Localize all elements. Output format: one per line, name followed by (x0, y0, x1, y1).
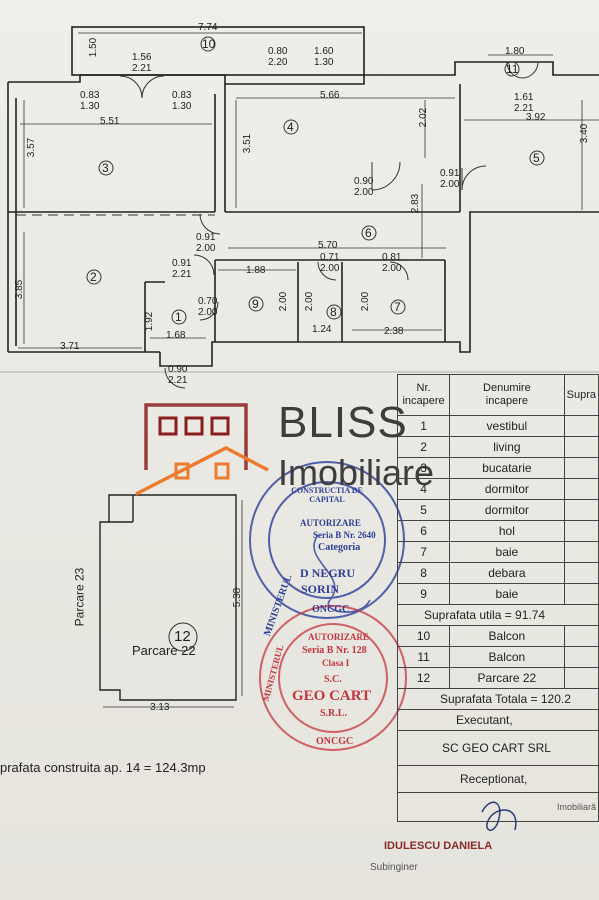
dim-label: 3.51 (242, 133, 254, 154)
dim-label: 2.00 (278, 291, 290, 312)
stamp-text: S.R.L. (320, 708, 347, 719)
room-number: 11 (506, 62, 519, 76)
dim-label: 1.80 (505, 46, 525, 57)
dim-label: 2.00 (360, 291, 372, 312)
dim-label: 3.92 (526, 112, 546, 123)
stamp-text: Categoria (318, 542, 361, 553)
dim-label: 1.92 (144, 311, 156, 332)
table-receptionat-row: Receptionat, (397, 765, 599, 793)
room-number: 3 (102, 161, 109, 175)
dim-label: 3.85 (14, 279, 26, 300)
signatory-name: IDULESCU DANIELA (384, 840, 493, 852)
dim-label: 2.83 (410, 193, 422, 214)
stamp-text: D NEGRU (300, 566, 356, 580)
dim-label: 1.50 (88, 37, 100, 58)
room-number: 4 (287, 120, 294, 134)
built-area-note: prafata construita ap. 14 = 124.3mp (0, 760, 206, 775)
table-header-nr: Nr.incapere (396, 374, 451, 416)
room-number: 1 (175, 310, 182, 324)
bliss-logo (135, 403, 269, 496)
room-number: 2 (90, 270, 97, 284)
signatory-role: Subinginer (370, 862, 418, 873)
dim-label: 3.40 (579, 123, 591, 144)
table-total-row: Suprafata Totala = 120.2 (397, 688, 599, 710)
dim-label: 1.68 (166, 330, 186, 341)
brand-name: BLISS (278, 398, 408, 447)
dim-label: 2.02 (418, 107, 430, 128)
table-executant-value-row: SC GEO CART SRL (397, 730, 599, 766)
room-number: 9 (252, 297, 259, 311)
dim-label: 2.38 (384, 326, 404, 337)
dim-label: 1.24 (312, 324, 332, 335)
room-number: 8 (330, 305, 337, 319)
stamp-text: Seria B Nr. 2640 (313, 530, 376, 540)
room-number: 7 (394, 300, 401, 314)
dim-label: 5.70 (318, 240, 338, 251)
dim-label: 5.51 (100, 116, 120, 127)
table-subtotal-row: Suprafata utila = 91.74 (397, 604, 599, 626)
dim-label: 5.66 (320, 90, 340, 101)
stamp-text: GEO CART (292, 688, 372, 704)
dim-label: 3.57 (26, 137, 38, 158)
table-executant-row: Executant, (397, 709, 599, 731)
dim-label: 3.13 (150, 702, 170, 713)
room-number: 5 (533, 151, 540, 165)
stamp-text: S.C. (324, 674, 342, 685)
stamp-text: Seria B Nr. 128 (302, 645, 367, 656)
stamp-text: AUTORIZARE (300, 518, 361, 528)
stamp-text: SORIN (301, 582, 340, 596)
room-number: 6 (365, 226, 372, 240)
table-signature-row: Imobiliară (397, 792, 599, 822)
parking-neighbor-label: Parcare 23 (72, 567, 87, 627)
parking-label: Parcare 22 (132, 643, 196, 658)
room-number: 10 (202, 37, 216, 51)
table-header-area: Supra (563, 374, 599, 416)
stamp-text: CONSTRUCTIA DE CAPITAL (291, 486, 363, 504)
stamp-text: ONCGC (316, 736, 354, 747)
parking-number: 12 (174, 628, 191, 645)
stamp-text: ONCGC (312, 604, 350, 615)
stamp-text: Clasa I (322, 658, 350, 668)
dim-label: 5.38 (232, 587, 244, 608)
dim-label: 2.00 (304, 291, 316, 312)
dim-label: 1.88 (246, 265, 266, 276)
dim-label: 3.71 (60, 341, 80, 352)
stamp-text: AUTORIZARE (308, 632, 369, 642)
dim-label: 7.74 (198, 22, 218, 33)
